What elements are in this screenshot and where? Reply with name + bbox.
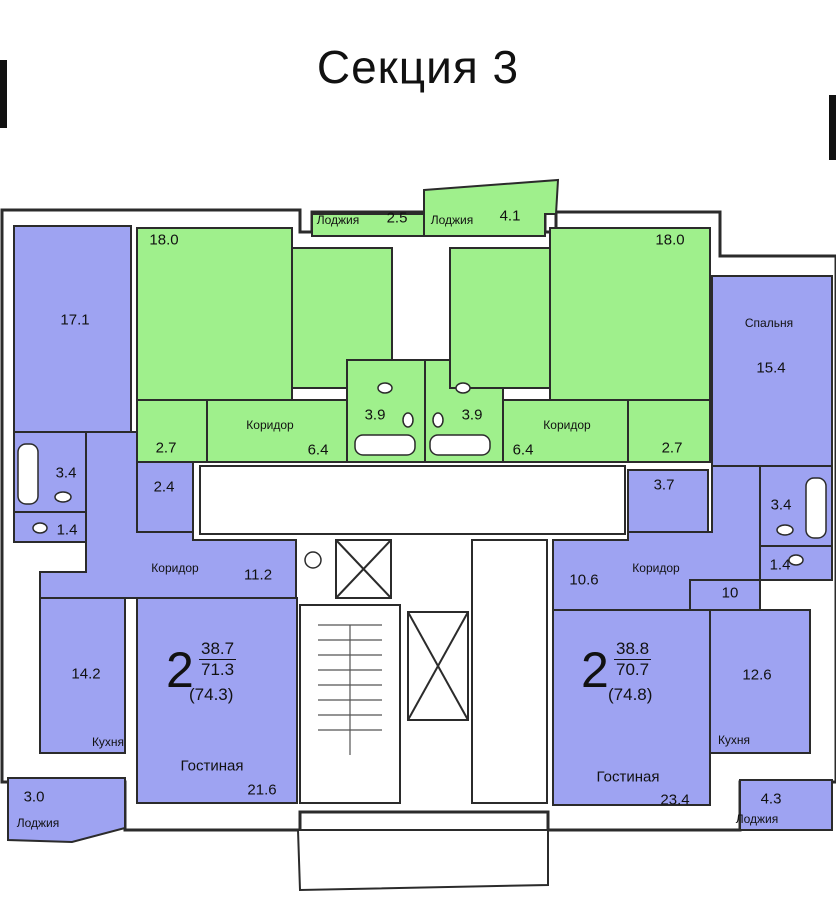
room-kitchen-right-top	[449, 247, 551, 389]
room-27-right	[627, 399, 711, 463]
room-37-area: 3.7	[653, 476, 675, 494]
apartment-right-indicator: 2 38.8 70.7 (74.8)	[581, 639, 686, 725]
apartment-left-living: 38.7	[199, 639, 237, 660]
apartment-right-fraction: 38.8 70.7	[614, 639, 652, 680]
room-39l-area: 3.9	[364, 406, 386, 424]
bathtub-center-l	[354, 434, 416, 456]
room-39r-area: 3.9	[461, 406, 483, 424]
apartment-right-zone	[552, 275, 833, 831]
room-171-area: 17.1	[60, 311, 90, 329]
room-126-area: 12.6	[742, 666, 772, 684]
room-216-name: Гостиная	[180, 757, 244, 775]
room-34l-area: 3.4	[55, 464, 77, 482]
room-14l-area: 1.4	[56, 521, 78, 539]
bathtub-left-v	[17, 443, 39, 505]
room-30-area: 3.0	[23, 788, 45, 806]
room-126-name: Кухня	[717, 733, 751, 747]
room-41-name: Лоджия	[430, 213, 474, 227]
room-37	[627, 469, 709, 533]
room-112-name: Коридор	[151, 561, 199, 575]
bathtub-center-r	[429, 434, 491, 456]
room-25-area: 2.5	[386, 209, 408, 227]
apartment-left-fraction: 38.7 71.3	[199, 639, 237, 680]
room-154-area: 15.4	[756, 359, 786, 377]
room-180l-area: 18.0	[149, 231, 179, 249]
room-106-area: 10.6	[569, 571, 599, 589]
edge-mark-left	[0, 60, 7, 128]
room-106-name: Коридор	[632, 561, 680, 575]
apartment-right-area: 70.7	[616, 660, 650, 679]
loggia-41	[423, 178, 560, 237]
room-234-area: 23.4	[660, 791, 690, 809]
room-14r-area: 1.4	[769, 556, 791, 574]
room-171	[13, 225, 132, 433]
room-216-living	[136, 597, 298, 804]
apartment-right-living: 38.8	[614, 639, 652, 660]
room-34r-area: 3.4	[770, 496, 792, 514]
apartment-right-total: (74.8)	[608, 685, 653, 704]
room-64l-area: 6.4	[307, 441, 329, 459]
room-234-living	[552, 609, 711, 806]
room-180-right	[549, 227, 711, 401]
room-154-bedroom	[711, 275, 833, 467]
room-14-right	[759, 545, 833, 581]
room-10-area: 10	[721, 584, 739, 602]
apartment-top-zone	[136, 178, 711, 463]
edge-mark-right	[829, 95, 836, 160]
fixtures	[17, 382, 827, 569]
room-142-name: Кухня	[91, 735, 125, 749]
apartment-left-total: (74.3)	[189, 685, 234, 704]
hall	[199, 465, 626, 535]
room-27r-area: 2.7	[661, 439, 683, 457]
bathtub-right-v	[805, 477, 827, 539]
room-112-area: 11.2	[243, 566, 273, 584]
room-30-loggia	[7, 777, 126, 844]
room-25-name: Лоджия	[316, 213, 360, 227]
room-24	[136, 461, 194, 533]
apartment-left-rooms: 2	[166, 642, 194, 698]
apartment-left-indicator: 2 38.7 71.3 (74.3)	[166, 639, 271, 725]
room-112-corridor	[39, 431, 297, 599]
room-30-name: Лоджия	[16, 816, 60, 830]
section-title: Секция 3	[316, 41, 520, 93]
room-64r-name: Коридор	[543, 418, 591, 432]
room-180-left	[136, 227, 293, 401]
balcony-bottom	[296, 829, 549, 892]
room-154-name: Спальня	[744, 316, 794, 330]
room-234-name: Гостиная	[596, 768, 660, 786]
core-zone	[199, 465, 626, 892]
apartment-left-area: 71.3	[201, 660, 235, 679]
room-43-area: 4.3	[760, 790, 782, 808]
room-142-area: 14.2	[71, 665, 101, 683]
room-142-kitchen	[39, 597, 126, 754]
room-64r-area: 6.4	[512, 441, 534, 459]
room-14-left	[13, 511, 87, 543]
apartment-left-zone	[7, 225, 298, 844]
room-24-area: 2.4	[153, 478, 175, 496]
corridor-core	[471, 539, 548, 804]
apartment-right-rooms: 2	[581, 642, 609, 698]
room-43-loggia	[739, 779, 833, 831]
room-43-name: Лоджия	[735, 812, 779, 826]
room-41-area: 4.1	[499, 207, 521, 225]
room-27l-area: 2.7	[155, 439, 177, 457]
room-64l-name: Коридор	[246, 418, 294, 432]
room-216-area: 21.6	[247, 781, 277, 799]
room-180r-area: 18.0	[655, 231, 685, 249]
room-64-left	[206, 399, 348, 463]
